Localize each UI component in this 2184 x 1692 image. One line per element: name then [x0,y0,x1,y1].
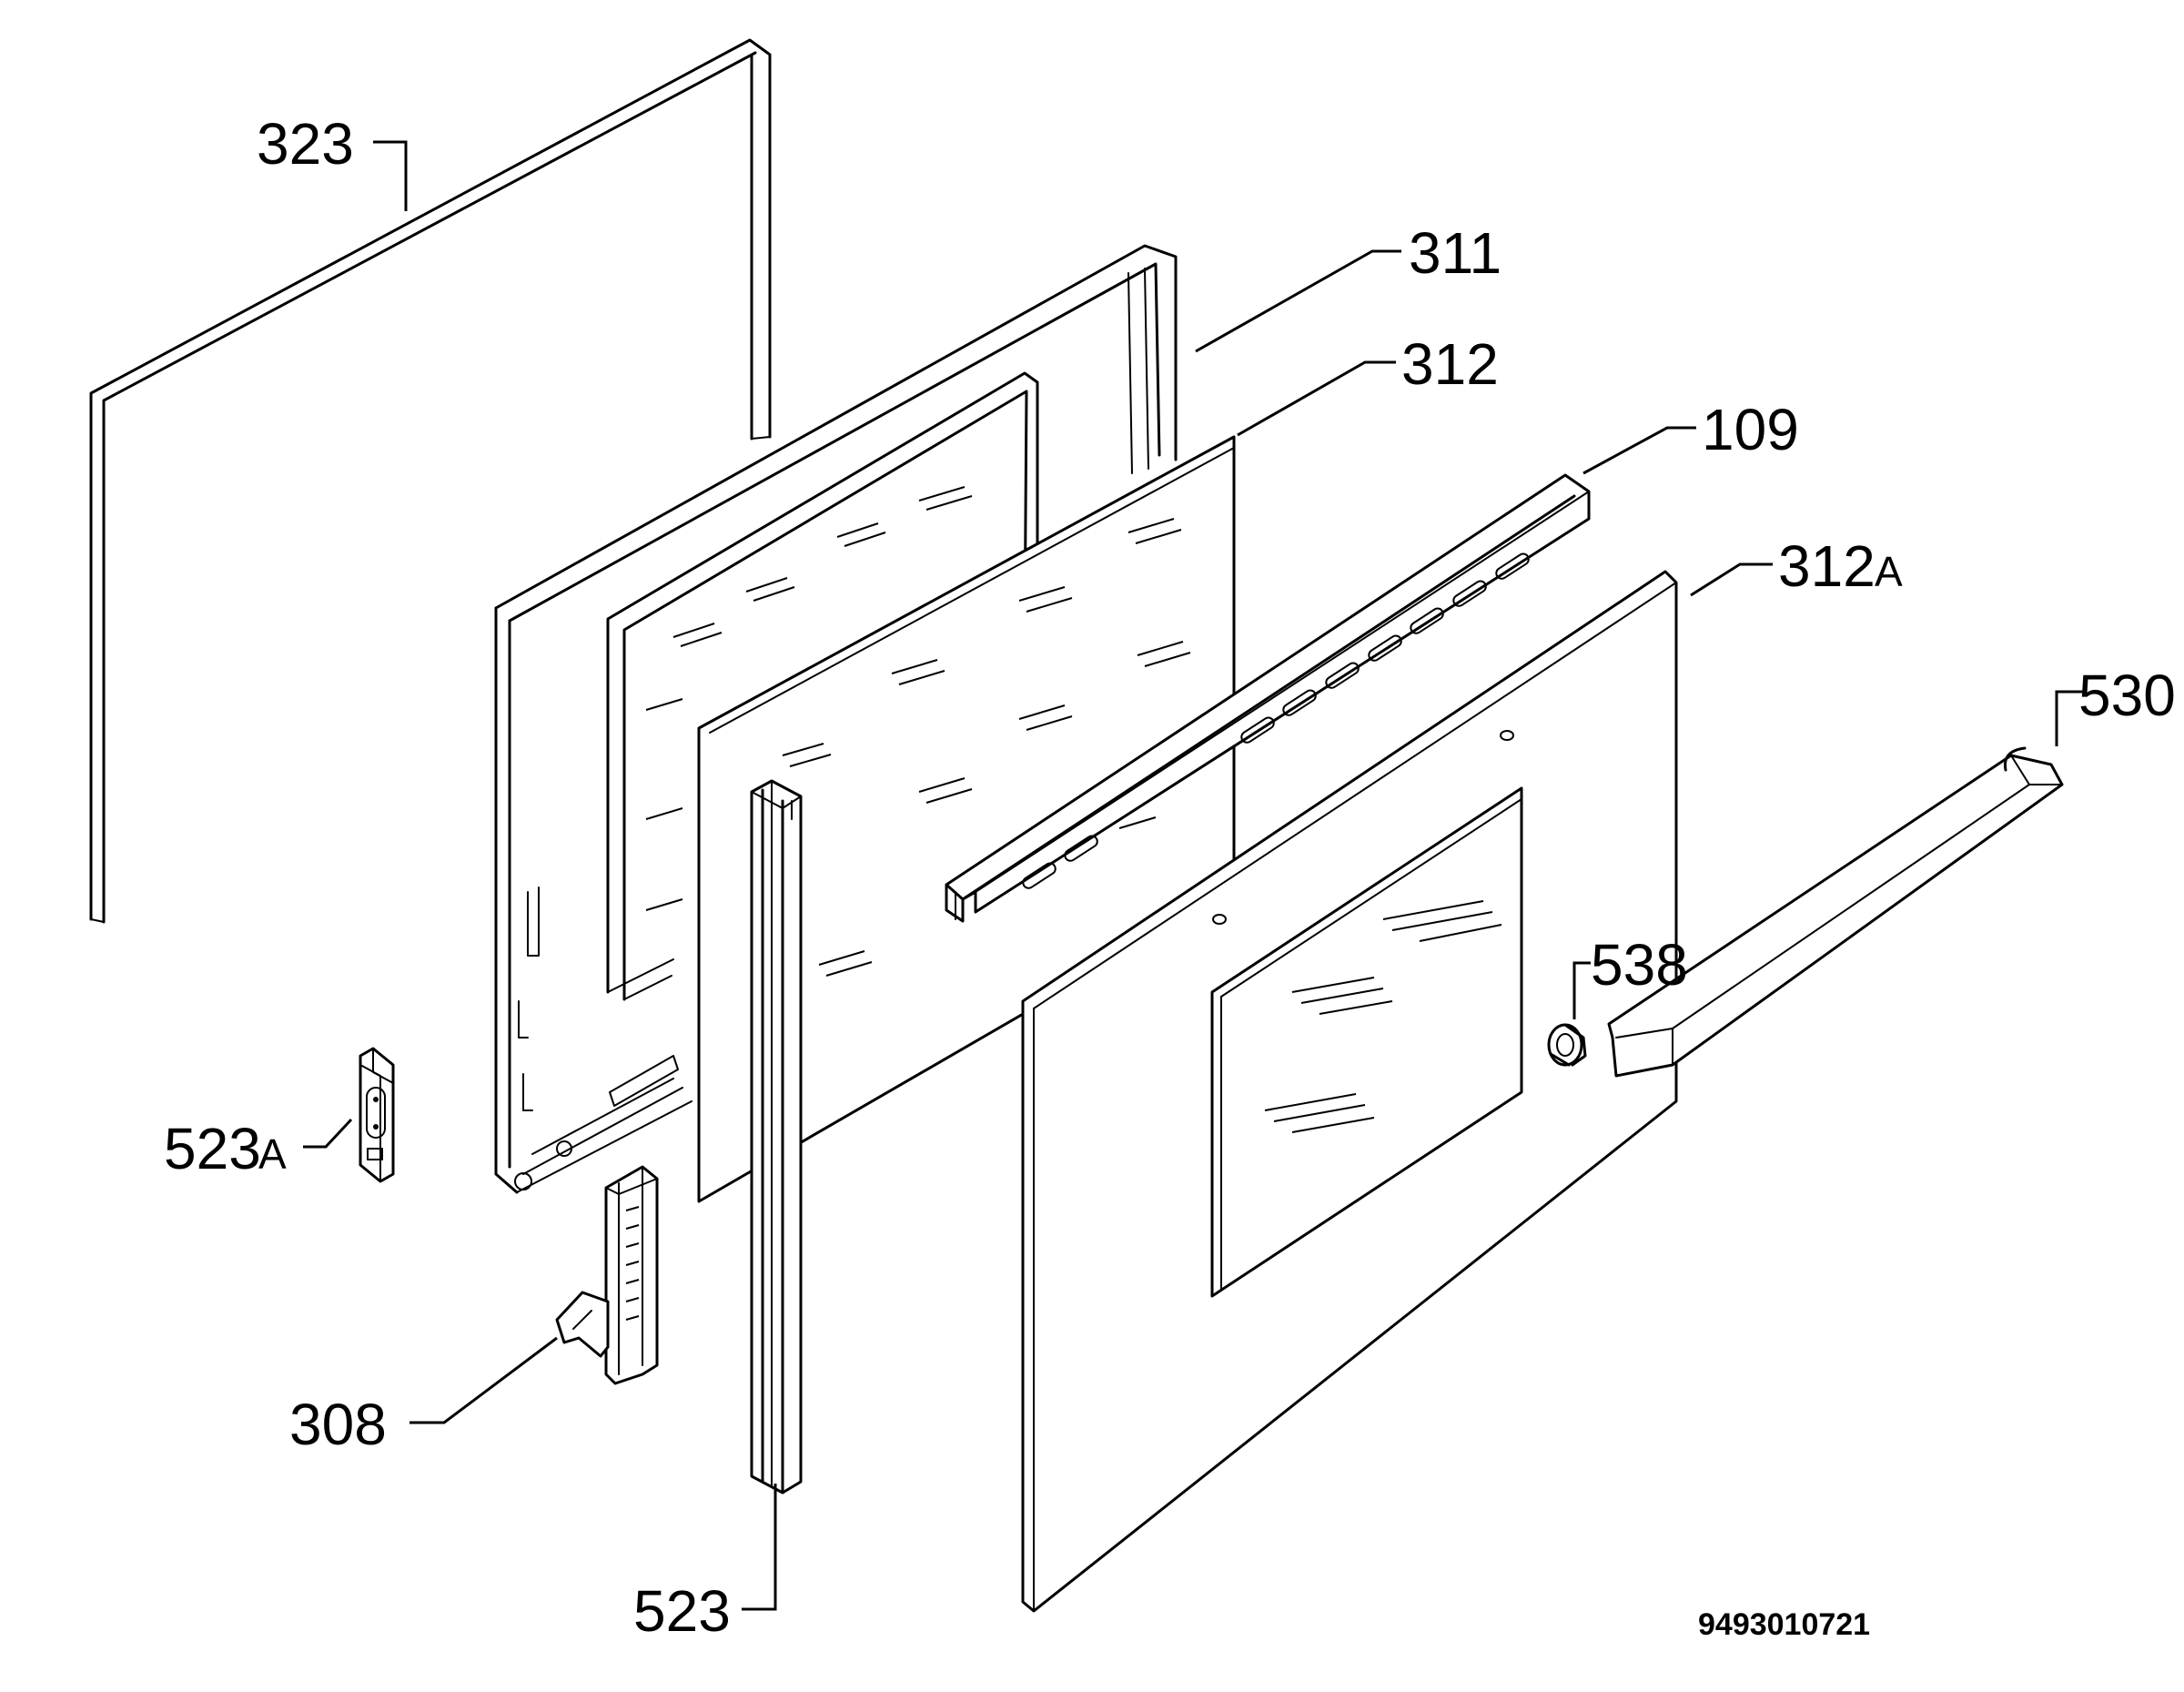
part-312a-outer-glass [1021,570,1678,1613]
part-109-deflector [945,473,1591,923]
part-530-door-handle [1607,746,2064,1078]
label-312: 312 [1401,331,1499,397]
label-523: 523 [633,1578,731,1644]
label-538: 538 [1591,932,1688,998]
part-311-inner-door-frame [494,244,1178,1194]
label-523a-number: 523 [164,1116,261,1181]
label-530: 530 [2078,663,2176,728]
label-312a-number: 312 [1778,533,1876,599]
part-labels: 323 311 312 109 312 A 530 538 523 A 308 … [164,111,2176,1644]
part-538-spacer [1547,1023,1587,1067]
part-523-side-profile [750,779,803,1494]
part-323-door-seal [89,38,772,924]
label-308: 308 [289,1392,387,1457]
label-523a-suffix: A [258,1130,287,1178]
label-311: 311 [1409,220,1502,286]
leader-lines [303,140,2084,1611]
part-523a-hinge-cover [359,1047,395,1183]
label-323: 323 [257,111,354,177]
label-312a-suffix: A [1875,548,1903,595]
part-308-hinge [555,1165,659,1385]
label-109: 109 [1702,397,1799,462]
drawing-code: 9493010721 [1698,1607,1870,1642]
part-311-glass-reflections [645,486,973,911]
